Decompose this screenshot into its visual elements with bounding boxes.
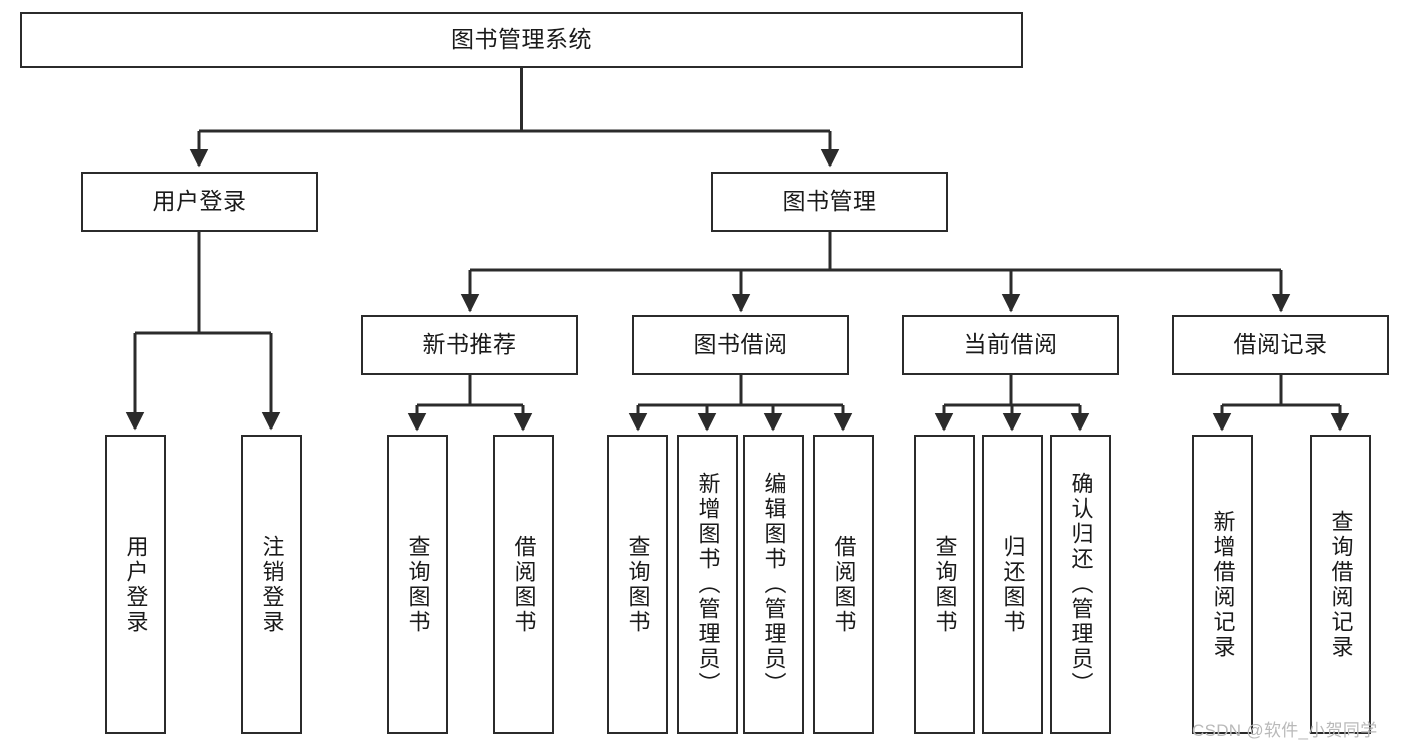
node-current-borrow[interactable]: 当前借阅 — [902, 315, 1119, 375]
node-label: 图书管理 — [782, 188, 877, 215]
leaf-current-return-book[interactable]: 归还图书 — [982, 435, 1043, 734]
node-new-book-recommend[interactable]: 新书推荐 — [361, 315, 578, 375]
leaf-user-login[interactable]: 用户登录 — [105, 435, 166, 734]
node-label: 新增借阅记录 — [1210, 509, 1236, 660]
node-label: 编辑图书（管理员） — [761, 472, 787, 697]
csdn-watermark: CSDN @软件_小贺同学 — [1192, 721, 1378, 740]
leaf-record-query-record[interactable]: 查询借阅记录 — [1310, 435, 1371, 734]
node-label: 注销登录 — [259, 534, 285, 635]
leaf-recommend-borrow-book[interactable]: 借阅图书 — [493, 435, 554, 734]
node-book-management[interactable]: 图书管理 — [711, 172, 948, 232]
node-label: 用户登录 — [123, 534, 149, 635]
node-label: 确认归还（管理员） — [1068, 472, 1094, 697]
node-user-login[interactable]: 用户登录 — [81, 172, 318, 232]
node-label: 借阅记录 — [1233, 331, 1328, 358]
node-label: 图书管理系统 — [451, 26, 592, 53]
leaf-borrow-edit-book[interactable]: 编辑图书（管理员） — [743, 435, 804, 734]
node-label: 查询图书 — [405, 534, 431, 635]
node-borrow-record[interactable]: 借阅记录 — [1172, 315, 1389, 375]
node-label: 用户登录 — [152, 188, 247, 215]
leaf-current-confirm-return[interactable]: 确认归还（管理员） — [1050, 435, 1111, 734]
leaf-current-query-book[interactable]: 查询图书 — [914, 435, 975, 734]
leaf-user-logout[interactable]: 注销登录 — [241, 435, 302, 734]
node-book-borrow[interactable]: 图书借阅 — [632, 315, 849, 375]
leaf-borrow-add-book[interactable]: 新增图书（管理员） — [677, 435, 738, 734]
leaf-borrow-query-book[interactable]: 查询图书 — [607, 435, 668, 734]
node-label: 当前借阅 — [963, 331, 1058, 358]
node-label: 归还图书 — [1000, 534, 1026, 635]
leaf-recommend-query-book[interactable]: 查询图书 — [387, 435, 448, 734]
node-label: 借阅图书 — [831, 534, 857, 635]
node-label: 新增图书（管理员） — [695, 472, 721, 697]
node-label: 查询图书 — [932, 534, 958, 635]
node-label: 新书推荐 — [422, 331, 517, 358]
node-label: 借阅图书 — [511, 534, 537, 635]
leaf-record-add-record[interactable]: 新增借阅记录 — [1192, 435, 1253, 734]
node-label: 查询图书 — [625, 534, 651, 635]
node-root-system[interactable]: 图书管理系统 — [20, 12, 1023, 68]
leaf-borrow-borrow-book[interactable]: 借阅图书 — [813, 435, 874, 734]
node-label: 查询借阅记录 — [1328, 509, 1354, 660]
node-label: 图书借阅 — [693, 331, 788, 358]
